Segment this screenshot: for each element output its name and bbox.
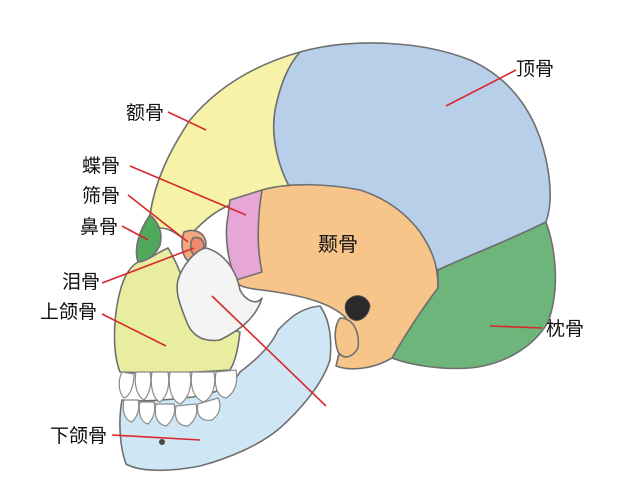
zygomatic-bone [176,247,263,342]
leader-nasal [121,225,149,241]
leader-parietal [445,69,517,107]
leader-lacrimal [101,247,195,284]
leader-occipital [489,325,543,329]
label-frontal: 额骨 [126,102,165,124]
teeth [118,369,238,427]
ear-canal [344,295,371,321]
leader-zygomatic [211,295,327,407]
mastoid-process [334,317,360,358]
leader-mandible [111,434,201,441]
leader-sphenoid [129,165,247,216]
maxilla-bone [113,247,241,374]
leader-ethmoid [127,194,189,243]
sphenoid-bone [225,189,263,281]
label-nasal: 鼻骨 [80,216,119,238]
mental-foramen [159,439,165,445]
leader-frontal [167,111,207,131]
label-ethmoid: 筛骨 [82,185,121,207]
leader-maxilla [101,313,167,347]
label-mandible: 下颌骨 [50,425,108,447]
label-lacrimal: 泪骨 [62,271,101,293]
label-sphenoid: 蝶骨 [82,155,121,177]
label-occipital: 枕骨 [546,318,585,340]
label-parietal: 顶骨 [516,58,555,80]
occipital-bone [391,221,557,370]
label-maxilla: 上颌骨 [40,301,98,323]
label-temporal: 颞骨 [318,232,358,256]
